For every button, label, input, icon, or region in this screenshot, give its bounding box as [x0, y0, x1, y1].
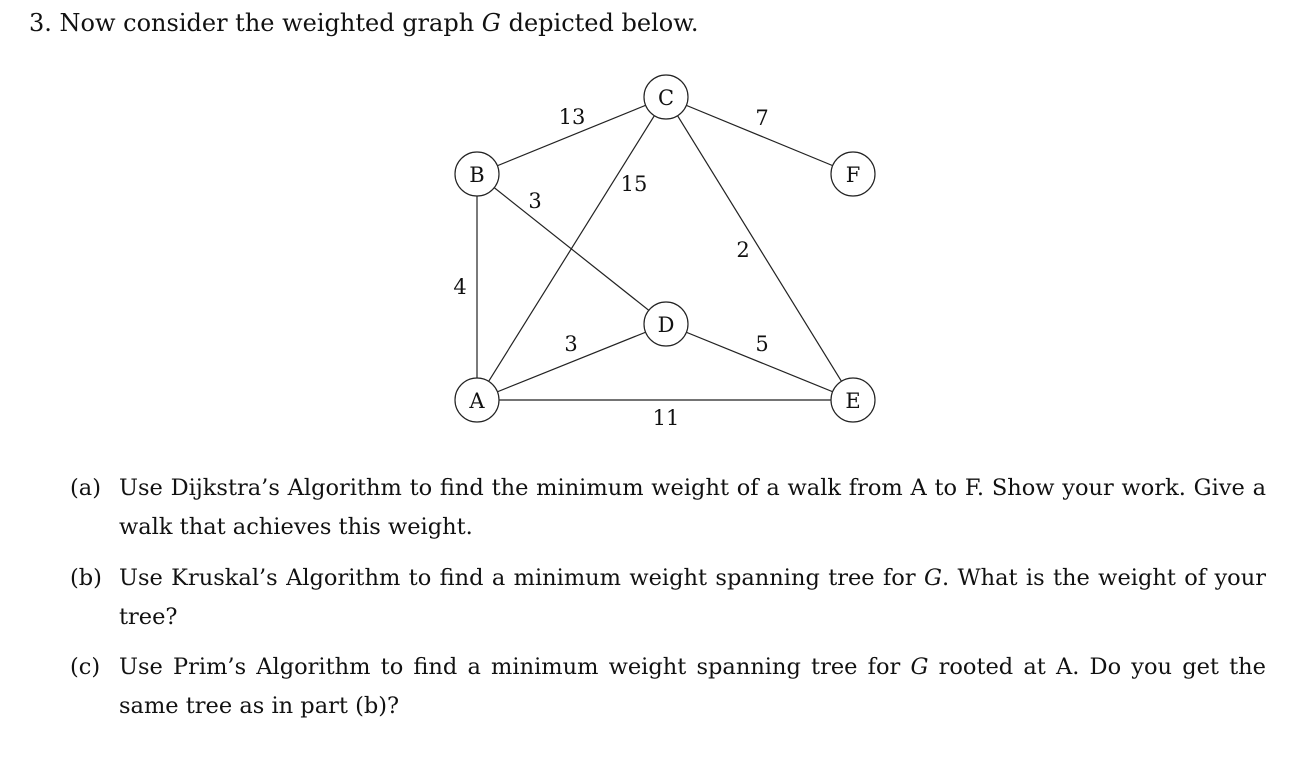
- part-text-segment: rooted at A. Do you get the same tree as…: [119, 654, 1266, 719]
- part-text-segment: Use Dijkstra’s Algorithm to find the min…: [119, 475, 1266, 540]
- node-b-circle: [454, 151, 500, 197]
- part-a: (a) Use Dijkstra’s Algorithm to find the…: [70, 469, 1266, 547]
- edge-weight-a-e: 11: [653, 406, 680, 430]
- part-c-letter: (c): [70, 654, 101, 680]
- node-b: B: [454, 151, 500, 197]
- node-c-circle: [643, 74, 689, 120]
- part-a-text: Use Dijkstra’s Algorithm to find the min…: [119, 469, 1266, 547]
- edge-d-e: [665, 323, 854, 401]
- edge-b-c: [476, 96, 667, 175]
- node-d-circle: [643, 301, 689, 347]
- node-c-label: C: [658, 86, 674, 110]
- part-c: (c) Use Prim’s Algorithm to find a minim…: [70, 648, 1266, 726]
- edge-weight-b-d: 3: [528, 189, 541, 213]
- problem-number: 3.: [29, 9, 52, 37]
- edge-c-f: [665, 96, 854, 175]
- graph-symbol: G: [910, 654, 929, 680]
- node-f-circle: [830, 151, 876, 197]
- edge-c-a: [476, 96, 667, 401]
- part-b: (b) Use Kruskal’s Algorithm to find a mi…: [70, 559, 1266, 637]
- graph-symbol: G: [481, 9, 501, 37]
- part-text-segment: . What is the weight of your tree?: [119, 565, 1266, 630]
- problem-statement: 3. Now consider the weighted graph G dep…: [29, 9, 699, 37]
- edge-weight-b-a: 4: [453, 275, 466, 299]
- part-a-letter: (a): [70, 475, 101, 501]
- node-f: F: [830, 151, 876, 197]
- edge-weight-c-f: 7: [755, 106, 768, 130]
- edge-weight-c-e: 2: [736, 238, 749, 262]
- part-text-segment: Use Prim’s Algorithm to find a minimum w…: [119, 654, 911, 680]
- graph-edges: [476, 96, 854, 401]
- node-d-label: D: [658, 313, 675, 337]
- node-a: A: [454, 377, 500, 423]
- edge-weight-b-c: 13: [559, 105, 586, 129]
- graph-edge-weights: 13 7 3 15 2 4 3 5 11: [453, 105, 768, 430]
- node-b-label: B: [469, 163, 484, 187]
- node-e-circle: [830, 377, 876, 423]
- graph-nodes: C B F D A E: [454, 74, 876, 423]
- node-c: C: [643, 74, 689, 120]
- node-a-label: A: [468, 389, 485, 413]
- edge-a-d: [476, 323, 667, 401]
- part-b-letter: (b): [70, 565, 102, 591]
- node-e: E: [830, 377, 876, 423]
- node-a-circle: [454, 377, 500, 423]
- graph-symbol: G: [923, 565, 942, 591]
- edge-weight-c-a: 15: [621, 172, 648, 196]
- edge-c-e: [665, 96, 854, 401]
- problem-intro-before: Now consider the weighted graph: [59, 9, 475, 37]
- part-b-text: Use Kruskal’s Algorithm to find a minimu…: [119, 559, 1266, 637]
- node-d: D: [643, 301, 689, 347]
- problem-intro-after: depicted below.: [508, 9, 699, 37]
- part-c-text: Use Prim’s Algorithm to find a minimum w…: [119, 648, 1266, 726]
- edge-weight-a-d: 3: [564, 332, 577, 356]
- node-e-label: E: [845, 389, 860, 413]
- part-text-segment: Use Kruskal’s Algorithm to find a minimu…: [119, 565, 924, 591]
- edge-weight-d-e: 5: [755, 332, 768, 356]
- node-f-label: F: [846, 163, 861, 187]
